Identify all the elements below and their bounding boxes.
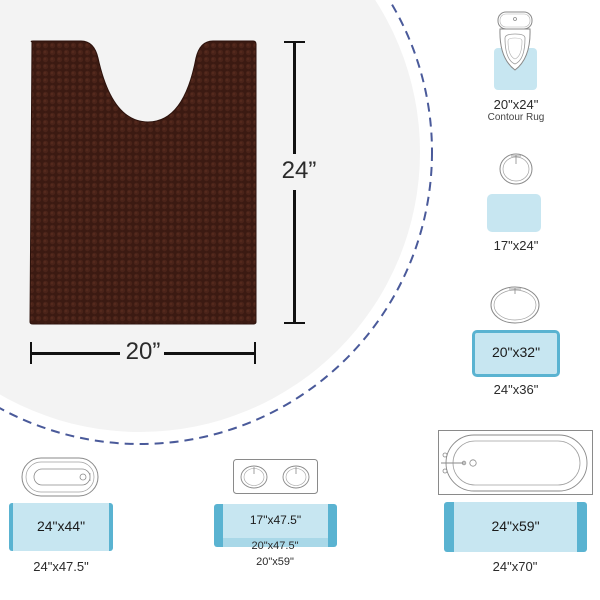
mat-swatch-20x47-5: 17"x47.5": [214, 504, 337, 547]
width-dim-line-right: [164, 352, 256, 355]
size-label-24x36: 24"x36": [493, 382, 539, 397]
width-label: 20”: [125, 338, 161, 365]
toilet-icon: [497, 11, 533, 71]
mat-swatch-17x24: [487, 194, 541, 232]
mat-label-24x44: 24"x44": [36, 518, 86, 534]
contour-rug: [29, 40, 257, 325]
contour-rug-image: [29, 40, 257, 325]
double-sink-icon: [233, 459, 318, 494]
size-label-20x59: 20"x59": [256, 556, 294, 568]
height-dim-line-bottom: [293, 190, 296, 323]
size-label-contour: 20"x24": [493, 97, 539, 112]
height-label: 24”: [281, 157, 317, 184]
mat-label-24x59: 24"x59": [491, 518, 540, 534]
mat-swatch-20x32: 20"x32": [472, 330, 560, 377]
height-dim-cap-bottom: [284, 322, 305, 324]
mat-label-17x47-5: 17"x47.5": [249, 513, 302, 527]
oval-sink-icon: [490, 286, 540, 324]
size-label-17x24: 17"x24": [493, 238, 539, 253]
small-tub-icon: [21, 457, 99, 497]
mat-swatch-17x47-5: 17"x47.5": [223, 504, 328, 538]
mat-swatch-24x44: 24"x44": [9, 503, 113, 551]
dashed-arc: [0, 0, 433, 445]
round-sink-icon: [499, 153, 533, 185]
size-label-24x70: 24"x70": [492, 559, 538, 574]
size-label-20x47-5: 20"x47.5": [251, 540, 299, 552]
height-dim-line-top: [293, 41, 296, 154]
mat-swatch-24x59: 24"x59": [444, 502, 587, 552]
width-dim-cap-right: [254, 342, 256, 364]
width-dim-line-left: [30, 352, 120, 355]
size-label-24x47-5: 24"x47.5": [33, 559, 89, 574]
bathtub-icon: [438, 430, 593, 495]
size-caption-contour: Contour Rug: [487, 112, 545, 123]
mat-label-20x32: 20"x32": [491, 344, 541, 360]
